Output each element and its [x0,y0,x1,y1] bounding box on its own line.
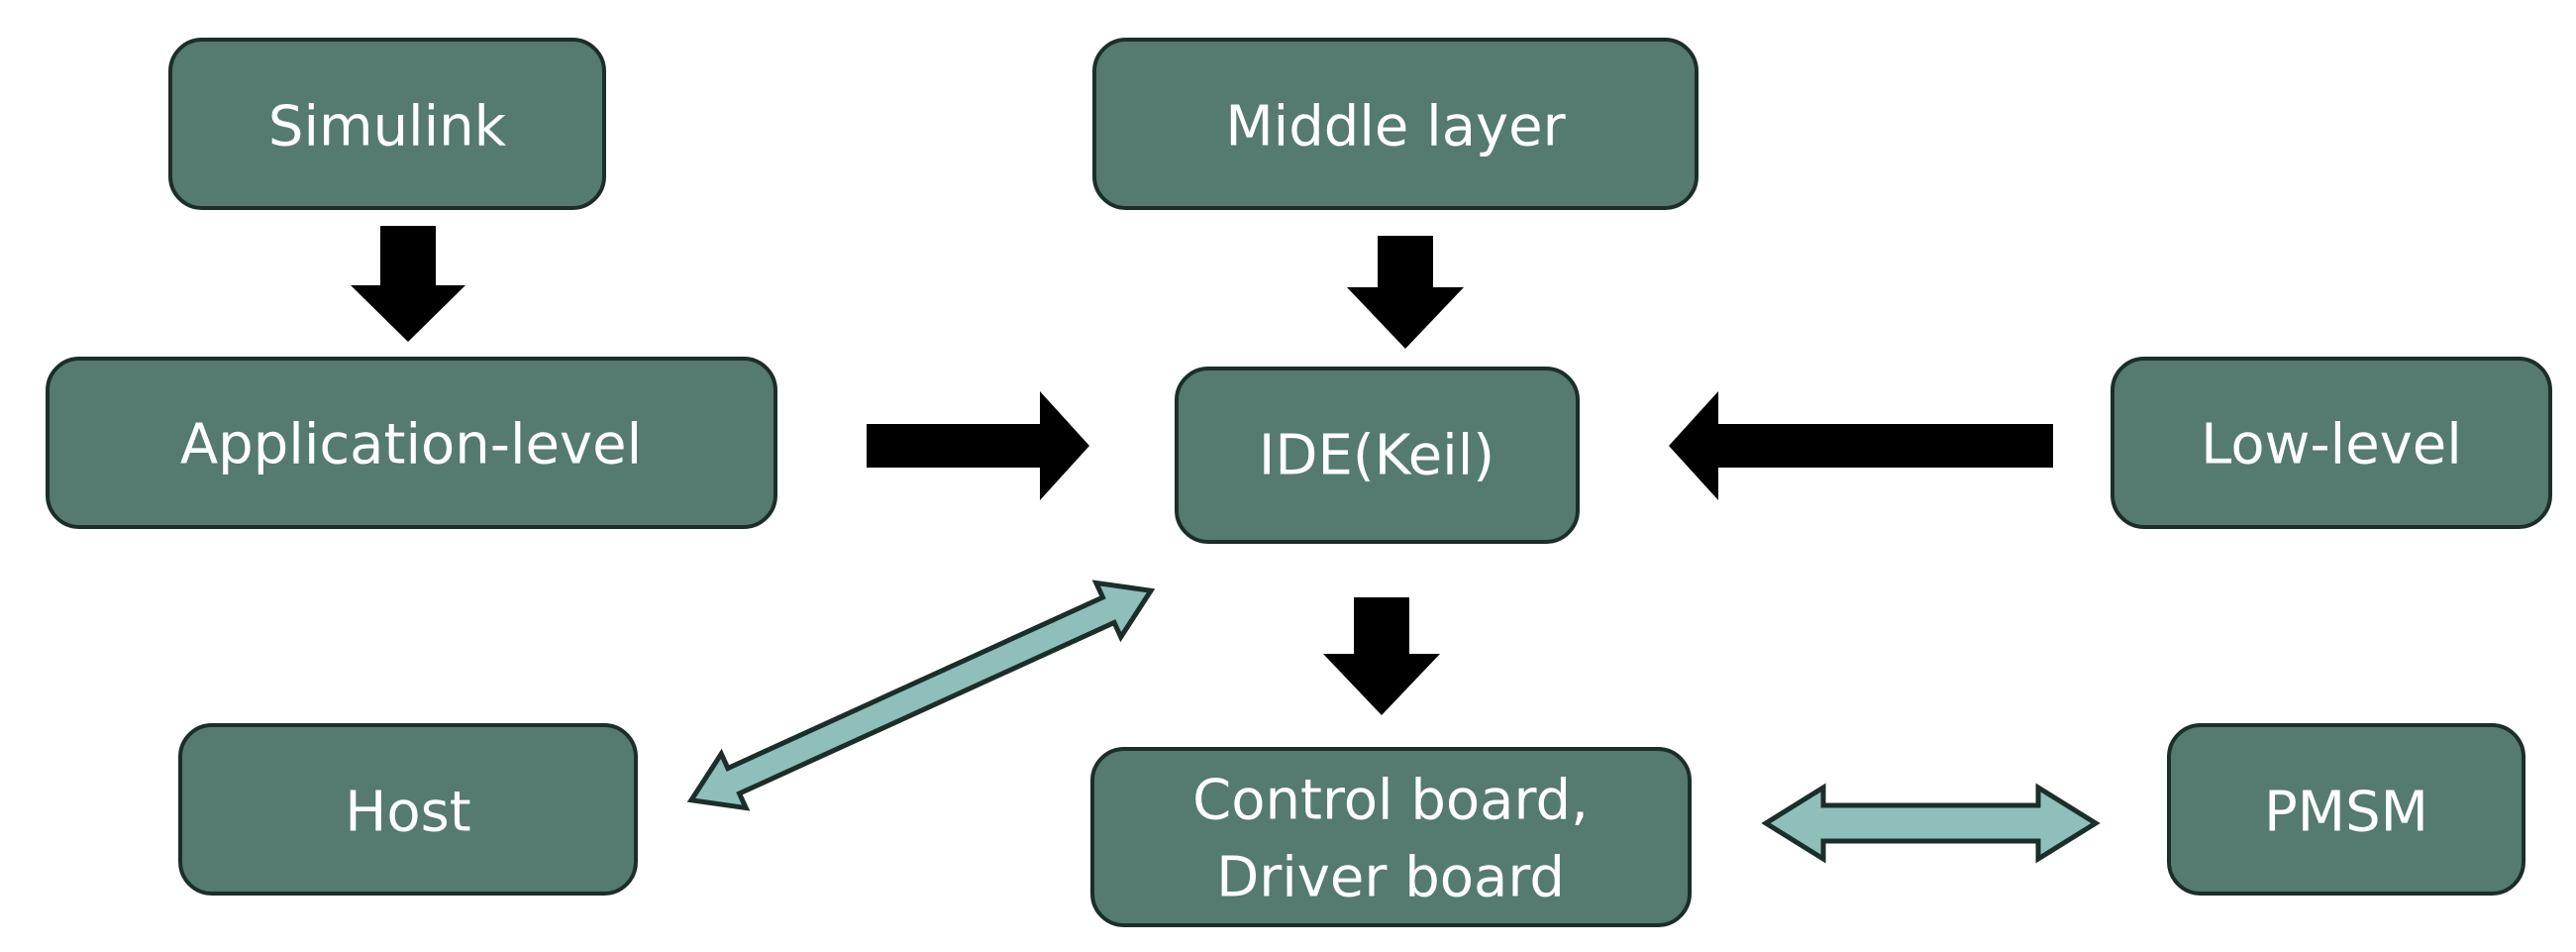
arrow-simulink-to-application-level [351,226,465,342]
arrow-ide-to-control-board [1323,597,1440,715]
node-control-board-line2: Driver board [1216,846,1565,910]
node-simulink: Simulink [168,38,606,210]
arrow-application-level-to-ide [867,391,1089,500]
arrow-low-level-to-ide [1669,391,2053,500]
node-middle-layer-label: Middle layer [1225,95,1566,159]
node-ide-keil: IDE(Keil) [1175,367,1580,544]
node-host: Host [178,723,638,896]
node-control-board: Control board, Driver board [1090,747,1692,927]
node-middle-layer: Middle layer [1092,38,1699,210]
arrow-middle-layer-to-ide [1347,236,1464,349]
node-application-level-label: Application-level [180,413,642,477]
node-ide-keil-label: IDE(Keil) [1259,424,1494,488]
node-simulink-label: Simulink [268,95,507,159]
node-application-level: Application-level [46,357,777,529]
node-pmsm-label: PMSM [2264,781,2428,845]
double-arrow-host-ide [686,580,1156,811]
node-pmsm: PMSM [2167,723,2525,896]
node-low-level-label: Low-level [2201,413,2462,477]
node-low-level: Low-level [2111,357,2552,529]
double-arrow-control-board-pmsm [1761,783,2101,864]
node-host-label: Host [345,781,471,845]
node-control-board-line1: Control board, [1192,769,1589,833]
